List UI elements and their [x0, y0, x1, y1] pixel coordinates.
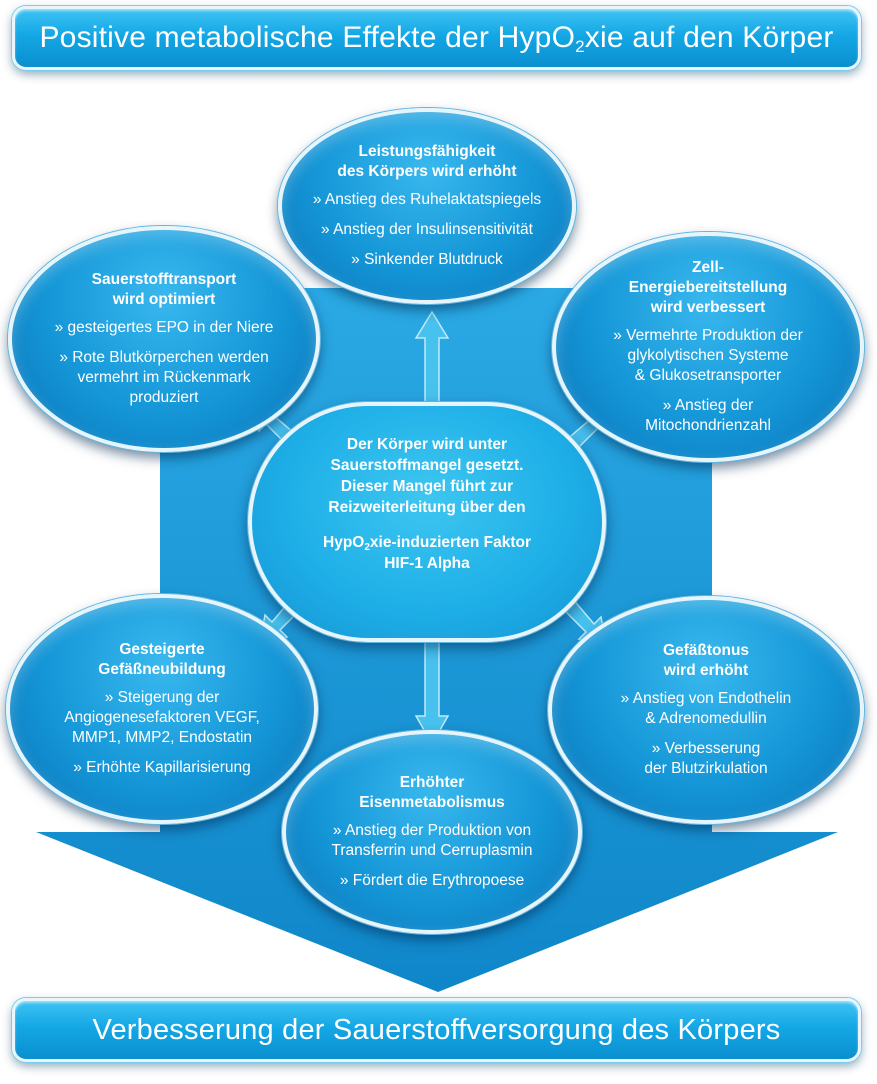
- node-vascular-tone: Gefäßtonus wird erhöht » Anstieg von End…: [548, 596, 864, 824]
- center-hif-node: Der Körper wird unter Sauerstoffmangel g…: [248, 402, 606, 642]
- node-item: » Rote Blutkörperchen werden vermehrt im…: [59, 348, 268, 408]
- center-text: HypO: [323, 534, 365, 551]
- node-item-line: & Glukosetransporter: [634, 367, 782, 384]
- center-line: Der Körper wird unter: [346, 436, 508, 453]
- node-item-line: Angiogenesefaktoren VEGF,: [64, 709, 260, 726]
- center-line: HIF-1 Alpha: [384, 555, 470, 572]
- node-vascularization: Gesteigerte Gefäßneubildung » Steigerung…: [6, 594, 318, 824]
- node-item: » Fördert die Erythropoese: [339, 872, 525, 889]
- center-line: Sauerstoffmangel gesetzt.: [330, 457, 524, 474]
- node-item-line: » Steigerung der: [104, 689, 220, 706]
- node-item-line: » Anstieg der: [662, 397, 754, 414]
- node-title: Gefäßtonus wird erhöht: [663, 641, 749, 681]
- node-title-line: Gefäßneubildung: [98, 661, 226, 678]
- node-title-line: des Körpers wird erhöht: [337, 163, 517, 180]
- node-item-line: » Anstieg der Produktion von: [332, 822, 532, 839]
- node-title-line: wird erhöht: [663, 662, 749, 679]
- node-item: » Steigerung der Angiogenesefaktoren VEG…: [64, 688, 260, 748]
- node-performance: Leistungsfähigkeit des Körpers wird erhö…: [278, 108, 576, 304]
- node-title-line: Zell-: [692, 259, 724, 276]
- footer-title: Verbesserung der Sauerstoffversorgung de…: [92, 1014, 781, 1046]
- node-title-line: Leistungsfähigkeit: [358, 143, 496, 160]
- node-item: » Sinkender Blutdruck: [351, 251, 503, 268]
- node-title: Sauerstofftransport wird optimiert: [92, 270, 237, 310]
- node-title: Zell- Energiebereitstellung wird verbess…: [629, 258, 787, 318]
- node-item-line: MMP1, MMP2, Endostatin: [71, 729, 253, 746]
- node-item: » Vermehrte Produktion der glykolytische…: [613, 326, 803, 386]
- header-title-rest: xie auf den Körper: [584, 21, 834, 54]
- node-title: Erhöhter Eisenmetabolismus: [359, 773, 505, 813]
- node-item: » Anstieg der Produktion von Transferrin…: [331, 821, 532, 861]
- footer-banner: Verbesserung der Sauerstoffversorgung de…: [12, 998, 861, 1062]
- node-item-line: » Verbesserung: [651, 740, 761, 757]
- node-item-line: Transferrin und Cerruplasmin: [331, 842, 533, 859]
- node-title-line: Sauerstofftransport: [91, 271, 237, 288]
- center-subscript: 2: [364, 542, 370, 553]
- node-title-line: Eisenmetabolismus: [359, 794, 505, 811]
- node-item: » Verbesserung der Blutzirkulation: [644, 739, 767, 779]
- node-item-line: der Blutzirkulation: [644, 760, 768, 777]
- node-title-line: wird verbessert: [650, 299, 766, 316]
- node-item-line: glykolytischen Systeme: [627, 347, 789, 364]
- center-line: Dieser Mangel führt zur: [340, 478, 514, 495]
- node-item-line: Mitochondrienzahl: [645, 417, 771, 434]
- node-item-line: » Vermehrte Produktion der: [613, 327, 803, 344]
- node-item: » gesteigertes EPO in der Niere: [54, 319, 274, 336]
- node-oxygen-transport: Sauerstofftransport wird optimiert » ges…: [8, 226, 320, 452]
- node-title-line: Gefäßtonus: [662, 642, 750, 659]
- node-title-line: Energiebereitstellung: [628, 279, 788, 296]
- node-title: Leistungsfähigkeit des Körpers wird erhö…: [337, 142, 516, 182]
- node-item-line: » Anstieg von Endothelin: [620, 690, 792, 707]
- center-text: xie-induzierten Faktor: [369, 534, 531, 551]
- header-title-subscript: 2: [575, 37, 585, 56]
- node-title-line: Gesteigerte: [119, 641, 205, 658]
- header-title-main: Positive metabolische Effekte der HypO: [39, 21, 576, 54]
- node-title-line: wird optimiert: [112, 291, 216, 308]
- node-cell-energy: Zell- Energiebereitstellung wird verbess…: [552, 232, 864, 462]
- node-item: » Anstieg der Insulinsensitivität: [321, 221, 533, 238]
- node-item-line: & Adrenomedullin: [645, 710, 767, 727]
- node-iron-metabolism: Erhöhter Eisenmetabolismus » Anstieg der…: [282, 730, 582, 934]
- node-item-line: produziert: [129, 389, 199, 406]
- node-item: » Anstieg von Endothelin & Adrenomedulli…: [621, 689, 792, 729]
- node-title-line: Erhöhter: [399, 774, 465, 791]
- node-item: » Anstieg der Mitochondrienzahl: [645, 396, 771, 436]
- node-item-line: vermehrt im Rückenmark: [77, 369, 251, 386]
- center-line: Reizweiterleitung über den: [328, 499, 526, 516]
- node-item: » Erhöhte Kapillarisierung: [73, 759, 251, 776]
- header-banner: Positive metabolische Effekte der HypO2x…: [12, 6, 861, 70]
- node-title: Gesteigerte Gefäßneubildung: [98, 640, 225, 680]
- node-item-line: » Rote Blutkörperchen werden: [59, 349, 269, 366]
- connector-arrow-top: [414, 310, 450, 411]
- node-item: » Anstieg des Ruhelaktatspiegels: [312, 191, 542, 208]
- center-line: HypO2xie-induzierten Faktor: [272, 532, 582, 553]
